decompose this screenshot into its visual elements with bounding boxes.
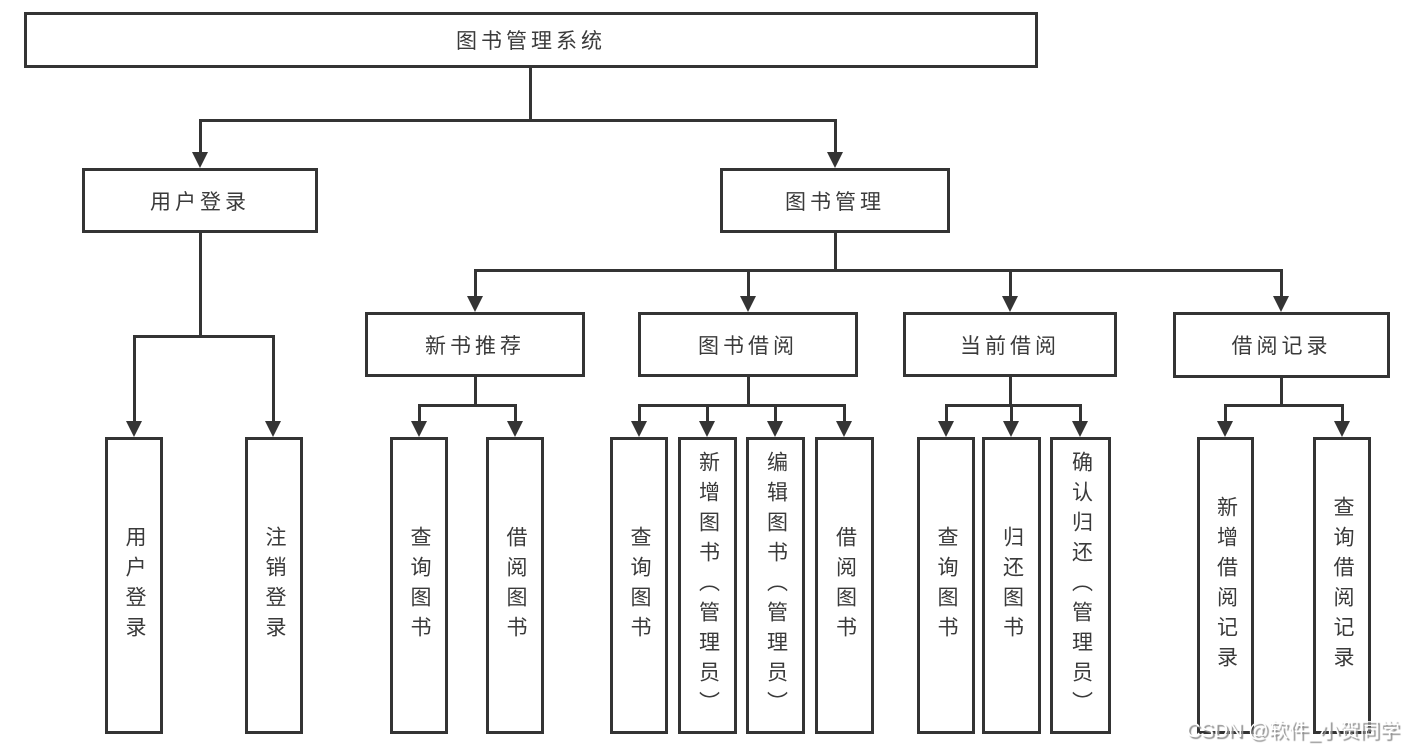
connector-line (1280, 375, 1283, 407)
node-library-management-system: 图书管理系统 (24, 12, 1038, 68)
arrow-down (740, 296, 756, 312)
arrow-down (631, 421, 647, 437)
connector-line (747, 375, 750, 407)
leaf-query-books-borrowing: 查询图书 (610, 437, 668, 734)
connector-line (133, 335, 275, 338)
leaf-edit-book-admin: 编辑图书（管理员） (746, 437, 805, 734)
connector-line (834, 231, 837, 272)
connector-line (529, 66, 532, 122)
connector-line (1009, 269, 1012, 299)
connector-line (1079, 404, 1082, 424)
arrow-down (1273, 296, 1289, 312)
connector-line (945, 404, 1082, 407)
connector-line (638, 404, 641, 424)
connector-line (638, 404, 846, 407)
arrow-down (699, 421, 715, 437)
csdn-watermark: CSDN @软件_小贺同学 (1186, 720, 1400, 742)
leaf-borrow-books-borrowing: 借阅图书 (815, 437, 874, 734)
arrow-down (467, 296, 483, 312)
arrow-down (1002, 296, 1018, 312)
connector-line (474, 269, 1283, 272)
arrow-down (126, 421, 142, 437)
node-book-borrowing: 图书借阅 (638, 312, 858, 377)
node-borrowing-records: 借阅记录 (1173, 312, 1390, 378)
arrow-down (265, 421, 281, 437)
leaf-user-login: 用户登录 (105, 437, 163, 734)
connector-line (418, 404, 421, 424)
connector-line (1224, 404, 1344, 407)
leaf-query-books-current: 查询图书 (917, 437, 975, 734)
connector-line (945, 404, 948, 424)
leaf-borrow-books-recommend: 借阅图书 (486, 437, 544, 734)
connector-line (514, 404, 517, 424)
leaf-return-books: 归还图书 (982, 437, 1041, 734)
leaf-add-book-admin: 新增图书（管理员） (678, 437, 737, 734)
leaf-confirm-return-admin: 确认归还（管理员） (1050, 437, 1111, 734)
node-new-book-recommendation: 新书推荐 (365, 312, 585, 377)
leaf-logout: 注销登录 (245, 437, 303, 734)
connector-line (418, 404, 517, 407)
connector-line (834, 119, 837, 156)
connector-line (843, 404, 846, 424)
leaf-add-borrow-record: 新增借阅记录 (1197, 437, 1254, 734)
connector-line (133, 335, 136, 425)
connector-line (1224, 404, 1227, 424)
arrow-down (1217, 421, 1233, 437)
leaf-query-borrow-record: 查询借阅记录 (1313, 437, 1371, 734)
arrow-down (411, 421, 427, 437)
arrow-down (827, 152, 843, 168)
connector-line (706, 404, 709, 424)
connector-line (474, 375, 477, 407)
connector-line (199, 231, 202, 337)
connector-line (272, 335, 275, 425)
node-user-login: 用户登录 (82, 168, 318, 233)
connector-line (1280, 269, 1283, 299)
arrow-down (1334, 421, 1350, 437)
connector-line (199, 119, 202, 156)
connector-line (199, 119, 837, 122)
arrow-down (1003, 421, 1019, 437)
node-book-management: 图书管理 (720, 168, 950, 233)
arrow-down (767, 421, 783, 437)
arrow-down (938, 421, 954, 437)
arrow-down (836, 421, 852, 437)
connector-line (1010, 404, 1013, 424)
arrow-down (192, 152, 208, 168)
connector-line (474, 269, 477, 299)
connector-line (1009, 375, 1012, 407)
connector-line (747, 269, 750, 299)
arrow-down (1072, 421, 1088, 437)
node-current-borrowing: 当前借阅 (903, 312, 1117, 377)
arrow-down (507, 421, 523, 437)
leaf-query-books-recommend: 查询图书 (390, 437, 448, 734)
connector-line (1341, 404, 1344, 424)
connector-line (774, 404, 777, 424)
